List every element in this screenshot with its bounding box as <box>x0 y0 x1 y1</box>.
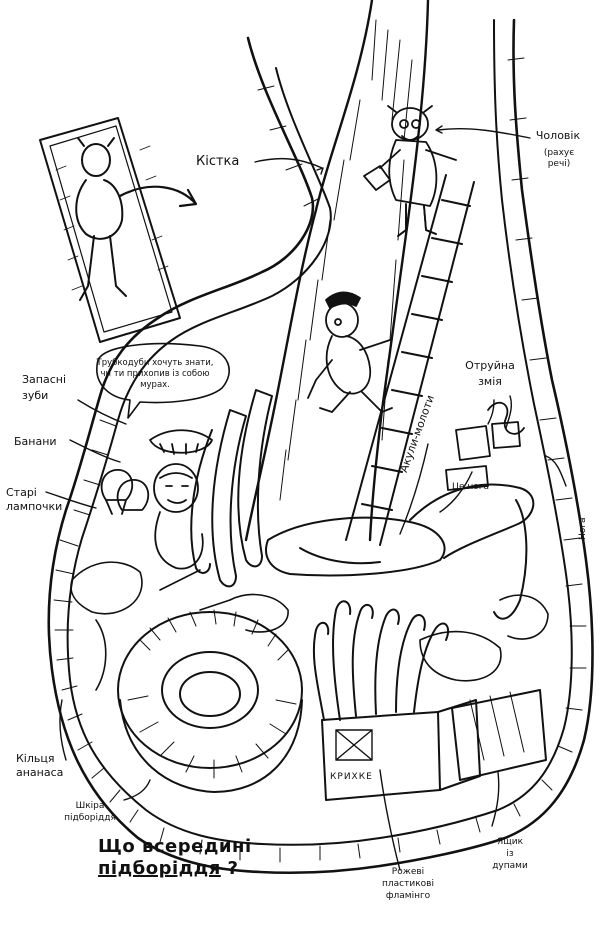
speech-bubble <box>96 342 230 419</box>
speech-bubble-text: Трубкодуби хочуть знати, чи ти прихопив … <box>96 358 214 390</box>
chin-outline <box>47 18 594 875</box>
label-spare-teeth: Запасні зуби <box>22 373 67 402</box>
counting-man <box>363 105 457 237</box>
bone-left-edge <box>244 0 374 542</box>
chin-inner-outline <box>66 19 573 846</box>
spare-teeth <box>149 429 213 455</box>
shark-hammers <box>265 516 446 577</box>
pineapple-ring <box>117 609 303 793</box>
title-line-2: підборіддя ? <box>98 858 252 880</box>
old-bulbs <box>100 469 150 515</box>
title-underlined-word: підборіддя <box>98 858 221 879</box>
label-old-bulbs: Старі лампочки <box>6 486 63 513</box>
leg <box>409 483 535 620</box>
label-this-is-leg: Це нога <box>452 482 490 492</box>
assorted-stuff <box>70 561 549 691</box>
climbing-man <box>307 291 393 413</box>
label-bananas: Банани <box>14 435 57 448</box>
label-leg: Нога <box>578 517 588 540</box>
bone-hatching <box>279 19 413 501</box>
bone-right-edge <box>368 0 430 542</box>
label-snake-2: змія <box>478 375 502 388</box>
title-line-1: Що всередині <box>98 836 252 857</box>
title-question-mark: ? <box>227 858 239 879</box>
butt-box <box>451 689 547 781</box>
label-pink-flamingos: Рожеві пластикові фламінго <box>382 867 434 901</box>
wanted-poster <box>39 117 198 343</box>
label-bone: Кістка <box>196 154 240 169</box>
plastic-flamingos <box>312 600 450 721</box>
label-chin-skin: Шкіра підборіддя <box>64 801 116 823</box>
label-box-butts: Ящик із дупами <box>492 837 528 871</box>
page-title: Що всередині підборіддя ? <box>98 836 252 880</box>
skin-hatching <box>53 57 587 863</box>
poison-snake <box>445 401 525 491</box>
label-pineapple-rings: Кільця ананаса <box>16 752 64 779</box>
ladder <box>345 174 475 546</box>
crowd-man <box>153 463 204 570</box>
label-snake-1: Отруйна <box>465 359 515 372</box>
label-man: Чоловік <box>535 129 581 142</box>
crate-text: КРИХКЕ <box>330 772 373 782</box>
label-pointers <box>45 125 567 871</box>
label-man-note: (рахує речі) <box>543 148 575 169</box>
bananas <box>190 389 273 588</box>
